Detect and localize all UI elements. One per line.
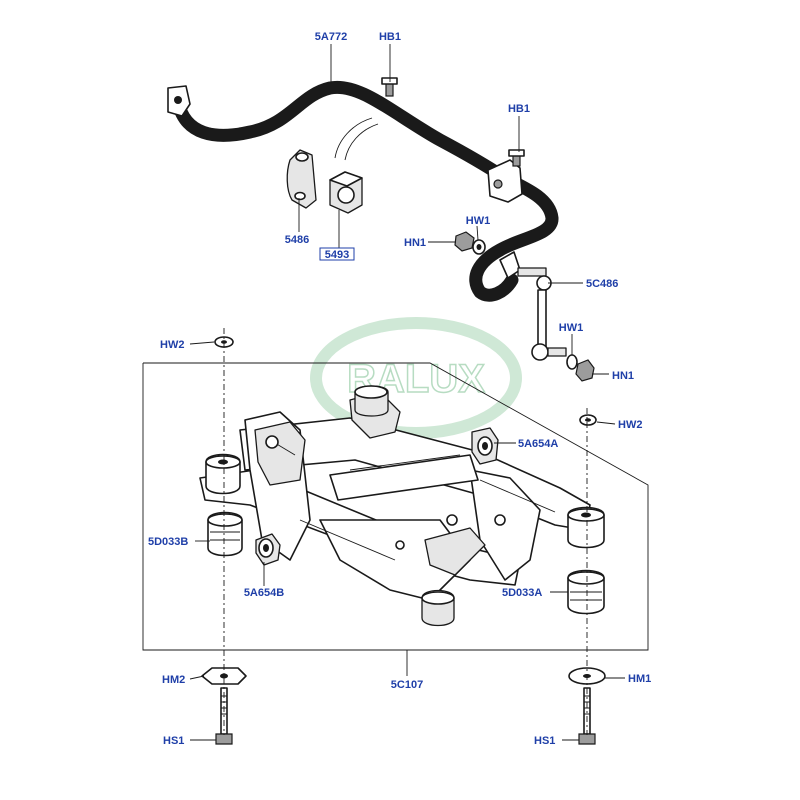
assembly-frame bbox=[142, 362, 649, 651]
label-hw1-top[interactable]: HW1 bbox=[466, 215, 490, 227]
label-hm2[interactable]: HM2 bbox=[162, 674, 185, 686]
label-hn1-left[interactable]: HN1 bbox=[404, 237, 426, 249]
mount-5d033b bbox=[207, 511, 243, 557]
watermark: RALUX bbox=[310, 317, 522, 439]
part-labels: 5A772 HB1 HB1 5486 5493 HW1 HN1 5C486 HW… bbox=[148, 31, 651, 747]
label-5486[interactable]: 5486 bbox=[285, 234, 309, 246]
label-hw2-left[interactable]: HW2 bbox=[160, 339, 184, 351]
nut-hn1-lower bbox=[575, 359, 595, 382]
bushing-5493 bbox=[329, 171, 363, 214]
subframe-crossmember bbox=[199, 391, 591, 601]
label-hb1-top[interactable]: HB1 bbox=[379, 31, 401, 43]
label-hn1-right[interactable]: HN1 bbox=[612, 370, 634, 382]
label-hw1-mid[interactable]: HW1 bbox=[559, 322, 583, 334]
bushing-5a654b bbox=[255, 533, 281, 566]
label-5d033b[interactable]: 5D033B bbox=[148, 536, 188, 548]
washer-hw1-lower bbox=[566, 354, 578, 370]
label-5d033a[interactable]: 5D033A bbox=[502, 587, 542, 599]
clamp-5486 bbox=[286, 149, 317, 209]
mount-5d033a bbox=[567, 569, 605, 615]
frame-bushing-rear bbox=[354, 385, 389, 417]
stabilizer-bar bbox=[167, 80, 559, 302]
label-5a654a[interactable]: 5A654A bbox=[518, 438, 558, 450]
label-hs1-right[interactable]: HS1 bbox=[534, 735, 555, 747]
plate-hm2 bbox=[201, 667, 247, 685]
label-5493[interactable]: 5493 bbox=[325, 249, 349, 261]
bar-clamp bbox=[487, 159, 523, 203]
nut-hn1-upper bbox=[454, 231, 475, 252]
washer-hw1-upper bbox=[472, 239, 486, 255]
label-5493-box[interactable]: 5493 bbox=[319, 247, 355, 261]
stabilizer-link bbox=[517, 267, 567, 361]
label-hm1[interactable]: HM1 bbox=[628, 673, 651, 685]
assembly-axes bbox=[223, 328, 588, 735]
label-5c107[interactable]: 5C107 bbox=[391, 679, 423, 691]
frame-mount-right bbox=[567, 506, 605, 549]
bushing-5a654a bbox=[471, 427, 499, 465]
frame-bushing-front bbox=[421, 589, 455, 627]
label-hs1-left[interactable]: HS1 bbox=[163, 735, 184, 747]
label-hw2-right[interactable]: HW2 bbox=[618, 419, 642, 431]
bolt-hb1-top bbox=[381, 77, 398, 97]
washer-hw2-right bbox=[579, 414, 597, 426]
label-hb1-right[interactable]: HB1 bbox=[508, 103, 530, 115]
label-5c486[interactable]: 5C486 bbox=[586, 278, 618, 290]
label-5a772[interactable]: 5A772 bbox=[315, 31, 347, 43]
leader-lines bbox=[189, 44, 625, 741]
label-5a654b[interactable]: 5A654B bbox=[244, 587, 284, 599]
frame-mount-left bbox=[205, 453, 241, 495]
